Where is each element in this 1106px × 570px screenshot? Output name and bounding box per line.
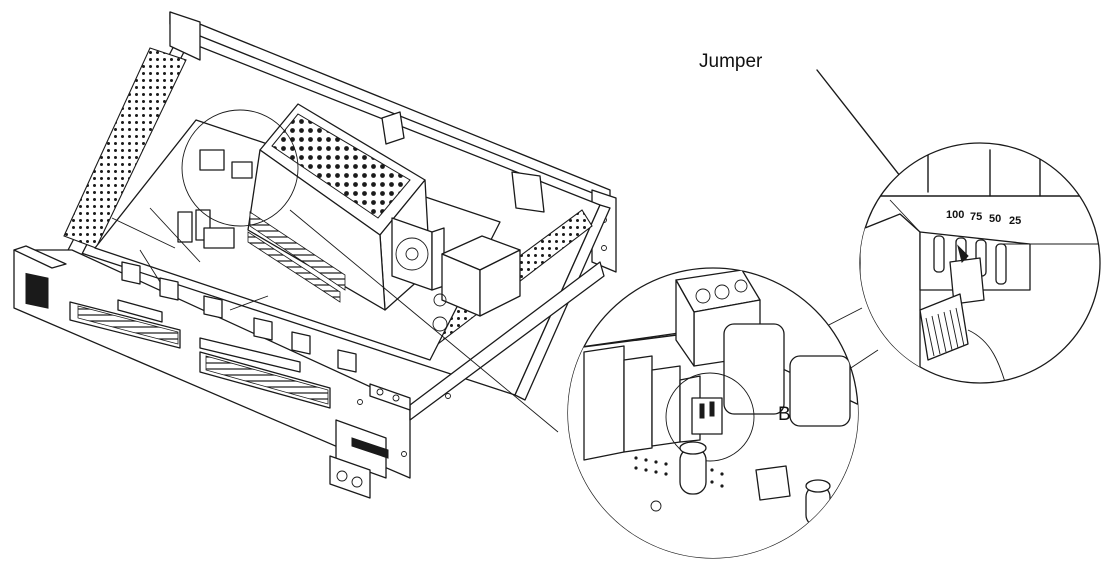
jumper-mark-100: 100 — [946, 209, 964, 221]
relay-row — [121, 261, 357, 373]
detail-marking-letter: B — [778, 404, 791, 425]
magnified-detail-board: B — [567, 267, 859, 559]
detail-inner-circle — [665, 372, 755, 462]
jumper-cap — [949, 257, 985, 305]
detail-origin-circle — [181, 109, 299, 227]
magnified-detail-jumper: 100 75 50 25 — [859, 142, 1101, 384]
jumper-mark-75: 75 — [970, 211, 982, 223]
jumper-mark-25: 25 — [1009, 215, 1021, 227]
jumper-mark-50: 50 — [989, 213, 1001, 225]
jumper-callout-label: Jumper — [699, 51, 763, 72]
leader-line-main — [289, 209, 559, 433]
